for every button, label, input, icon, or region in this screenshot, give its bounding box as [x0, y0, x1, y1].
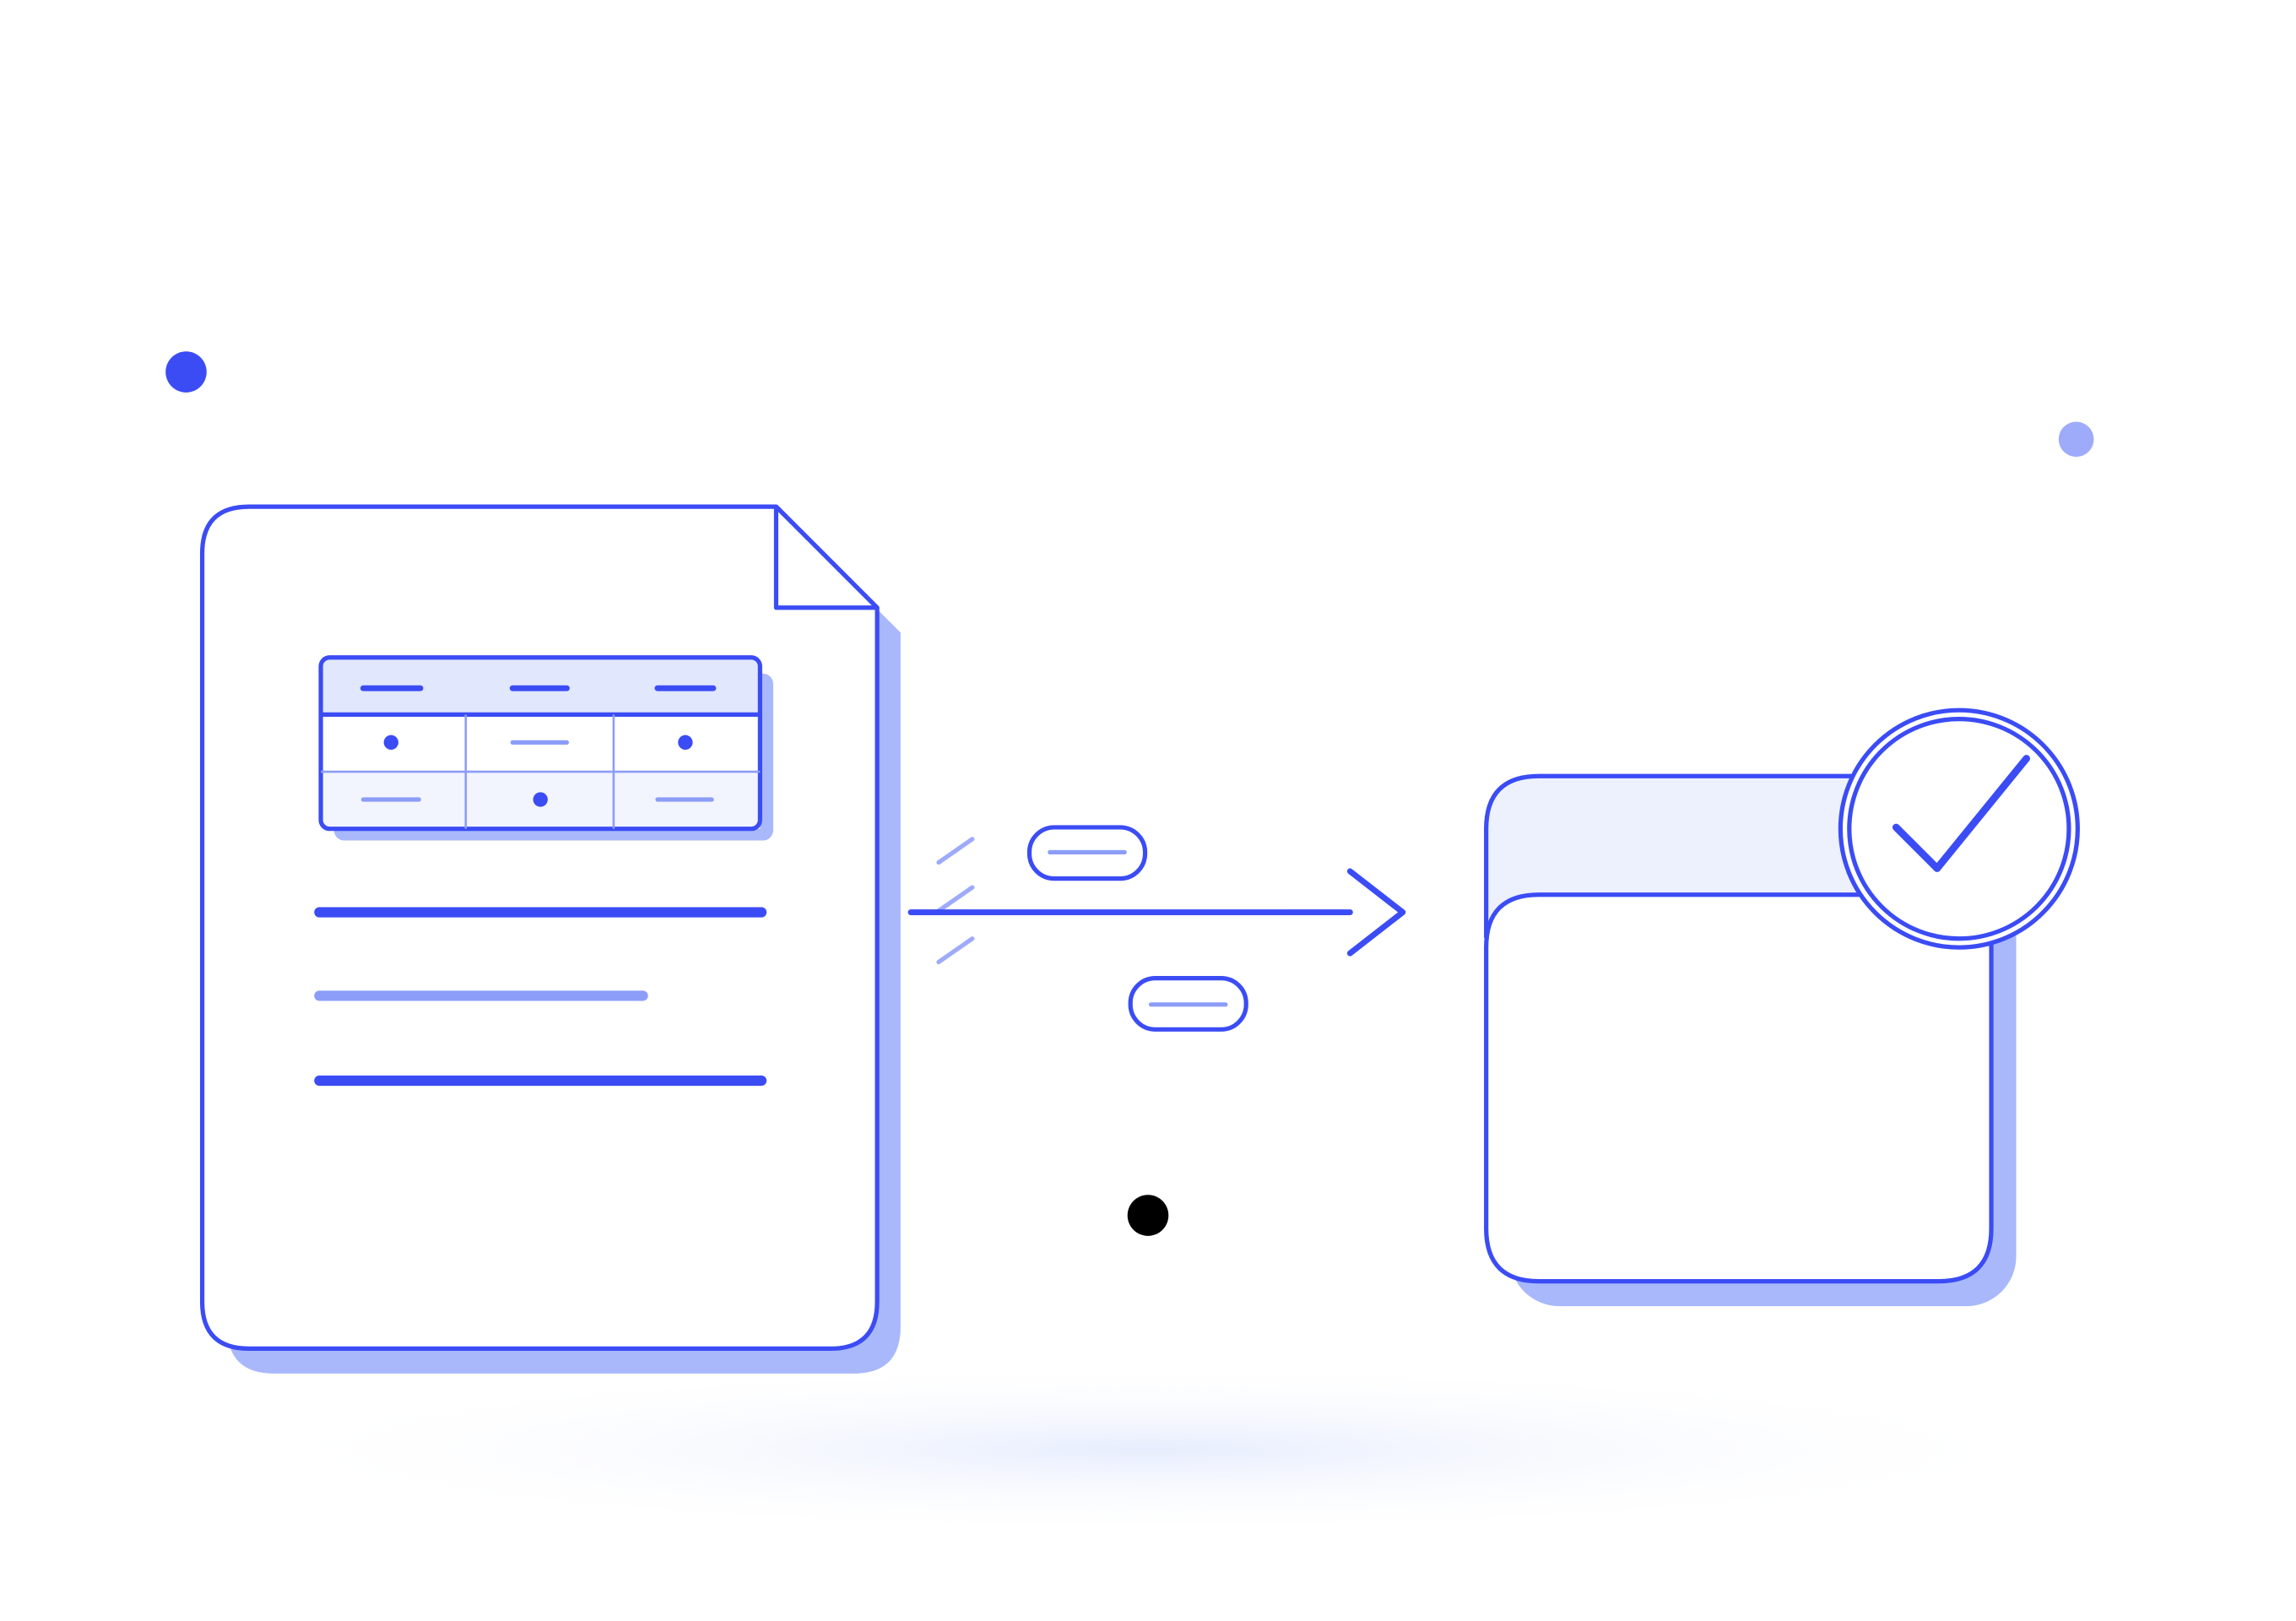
arrow-head	[1346, 868, 1406, 957]
document-body	[199, 504, 880, 1351]
table-cell-dot	[383, 735, 398, 751]
motion-mark	[936, 936, 975, 965]
badge-circle	[1838, 707, 2080, 950]
arrow-right-icon	[907, 868, 1406, 957]
table-outline	[318, 655, 762, 832]
table-cell-dot	[533, 792, 548, 807]
document-fold	[773, 504, 880, 610]
motion-mark	[936, 885, 975, 914]
check-icon	[1892, 755, 2030, 872]
window-body	[1484, 892, 1994, 1284]
ground-shadow	[210, 1362, 2086, 1538]
spreadsheet-document-icon	[199, 504, 901, 1374]
transfer-connector	[907, 825, 1406, 1032]
document-table	[318, 655, 773, 841]
data-packet-pill	[1128, 975, 1248, 1032]
accent-dot-light	[2058, 421, 2094, 458]
accent-dot-black	[1127, 1195, 1169, 1236]
data-packet-pill	[1026, 825, 1148, 881]
app-window-icon	[1484, 707, 2080, 1307]
motion-mark	[936, 837, 975, 865]
accent-dot-blue	[165, 351, 207, 393]
table-cell-dot	[678, 735, 693, 751]
checkmark-badge-icon	[1838, 707, 2080, 950]
badge-inner-ring	[1847, 716, 2071, 941]
